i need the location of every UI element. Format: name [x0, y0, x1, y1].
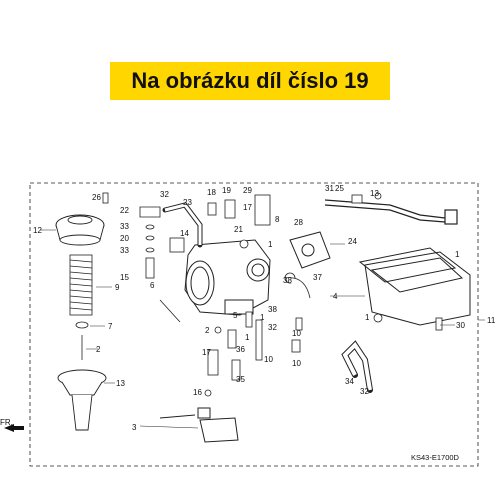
callout-4: 4 — [333, 292, 338, 301]
callout-18: 18 — [207, 188, 216, 197]
callout-13b: 13 — [370, 189, 379, 198]
callout-23: 23 — [183, 198, 192, 207]
callout-labels: 26 12 9 7 2 13 32 22 33 20 33 15 23 14 6… — [0, 184, 496, 462]
float-chamber-gasket — [358, 247, 457, 283]
callout-33a: 33 — [120, 222, 129, 231]
callout-8: 8 — [275, 215, 280, 224]
callout-38b: 38 — [268, 305, 277, 314]
callout-9: 9 — [115, 283, 120, 292]
callout-37: 37 — [313, 273, 322, 282]
fr-label: FR. — [0, 418, 13, 427]
callout-20: 20 — [120, 234, 129, 243]
callout-1d: 1 — [260, 313, 265, 322]
callout-10c: 10 — [292, 359, 301, 368]
callout-11: 11 — [487, 316, 496, 325]
callout-5: 5 — [233, 311, 238, 320]
callout-14: 14 — [180, 229, 189, 238]
callout-13: 13 — [116, 379, 125, 388]
part-number-banner: Na obrázku díl číslo 19 — [110, 62, 390, 100]
callout-10b: 10 — [292, 329, 301, 338]
callout-1e: 1 — [245, 333, 250, 342]
callout-6: 6 — [150, 281, 155, 290]
carburetor-body — [184, 239, 271, 316]
callout-2b: 2 — [205, 326, 210, 335]
callout-30: 30 — [456, 321, 465, 330]
callout-1a: 1 — [268, 240, 273, 249]
callout-33b: 33 — [120, 246, 129, 255]
callout-12: 12 — [33, 226, 42, 235]
leader-lines — [40, 229, 485, 429]
air-cutoff-valve — [289, 231, 331, 269]
spring — [69, 254, 93, 316]
diagram-code: KS43-E1700D — [411, 453, 460, 462]
banner-text: Na obrázku díl číslo 19 — [131, 68, 369, 93]
diaphragm-cover — [55, 214, 105, 246]
callout-19: 19 — [222, 186, 231, 195]
callout-34: 34 — [345, 377, 354, 386]
heater-wire-harness — [324, 199, 458, 225]
jet-needle — [75, 321, 89, 360]
callout-38: 38 — [283, 276, 292, 285]
callout-22: 22 — [120, 206, 129, 215]
callout-10a: 10 — [264, 355, 273, 364]
callout-26: 26 — [92, 193, 101, 202]
throttle-cable-bracket — [159, 407, 239, 443]
callout-21: 21 — [234, 225, 243, 234]
diagram-frame — [29, 182, 479, 467]
callout-17b: 17 — [202, 348, 211, 357]
callout-16: 16 — [193, 388, 202, 397]
small-parts — [102, 192, 443, 397]
float-chamber — [364, 251, 471, 326]
callout-32: 32 — [160, 190, 169, 199]
callout-32b: 32 — [268, 323, 277, 332]
front-direction-arrow — [4, 424, 24, 432]
callout-35: 35 — [236, 375, 245, 384]
callout-1c: 1 — [365, 313, 370, 322]
callout-31: 31 — [325, 184, 334, 193]
callout-15: 15 — [120, 273, 129, 282]
vacuum-piston — [57, 369, 107, 431]
callout-24: 24 — [348, 237, 357, 246]
callout-3: 3 — [132, 423, 137, 432]
callout-32c: 32 — [360, 387, 369, 396]
callout-25: 25 — [335, 184, 344, 193]
callout-1b: 1 — [455, 250, 460, 259]
callout-2: 2 — [96, 345, 101, 354]
callout-29: 29 — [243, 186, 252, 195]
callout-17: 17 — [243, 203, 252, 212]
callout-36: 36 — [236, 345, 245, 354]
callout-7: 7 — [108, 322, 113, 331]
callout-28: 28 — [294, 218, 303, 227]
